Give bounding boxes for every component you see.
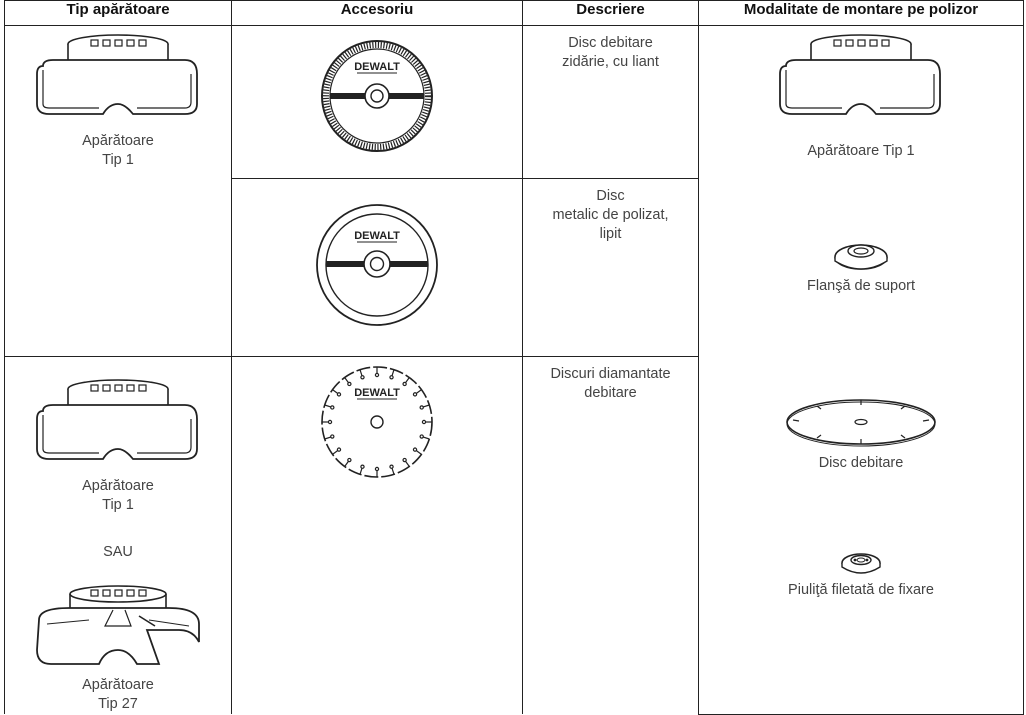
table-row: Apărătoare Tip 1 SAU Apărătoare Tip 27 (4, 356, 1024, 714)
guard-cell-1: Apărătoare Tip 1 (4, 25, 232, 357)
segment-hole (347, 457, 352, 463)
table-row: Apărătoare Tip 1 DEWALT Disc debitare zi… (4, 24, 1024, 715)
threaded-nut-icon (841, 553, 881, 574)
header-description: Descriere (522, 0, 699, 26)
accessory-cell: DEWALT (231, 356, 523, 714)
guard-label-line: Apărătoare (82, 677, 154, 693)
table-row: DEWALT Disc metalic de polizat, lipit (5, 178, 1024, 357)
segment-hole (374, 466, 380, 472)
header-row: Tip apărătoare Accesoriu Descriere Modal… (4, 0, 1024, 26)
bonded-grinding-disc-icon: DEWALT (316, 204, 438, 327)
accessory-cell: DEWALT (231, 24, 523, 180)
segment-hole (327, 419, 333, 425)
segment-hole (336, 447, 342, 452)
guard-label-line: Apărătoare (82, 133, 154, 149)
segment-hole (402, 381, 407, 387)
guard-type1-icon (36, 34, 198, 115)
mount-guard: Apărătoare Tip 1 (699, 30, 1023, 161)
description-text: Discuri diamantate debitare (550, 366, 671, 401)
brand-logo: DEWALT (354, 61, 400, 73)
header-mounting: Modalitate de montare pe polizor (698, 0, 1024, 26)
guard-type1-icon (36, 379, 198, 460)
segment-hole (360, 375, 365, 380)
description-text: Disc metalic de polizat, lipit (552, 188, 669, 243)
description-cell: Discuri diamantate debitare (522, 356, 699, 714)
segment-hole (389, 375, 394, 380)
mounting-cell: Apărătoare Tip 1 Flanşă de suport (698, 25, 1024, 715)
segment-hole (330, 405, 335, 410)
mount-flange-label: Flanşă de suport (806, 278, 915, 294)
brand-logo: DEWALT (354, 387, 400, 399)
description-cell: Disc metalic de polizat, lipit (522, 178, 699, 357)
mount-disc-label: Disc debitare (818, 455, 904, 471)
mount-guard-label: Apărătoare Tip 1 (807, 143, 915, 159)
segment-hole (360, 464, 365, 469)
description-text: Disc debitare zidărie, cu liant (562, 35, 659, 70)
mount-nut: Piuliţă filetată de fixare (699, 545, 1023, 600)
cutting-disc-icon (786, 399, 936, 447)
guard-label-line: Tip 27 (98, 696, 138, 712)
segment-hole (330, 434, 335, 439)
mount-disc: Disc debitare (699, 396, 1023, 473)
segment-hole (336, 392, 342, 397)
accessory-cell: DEWALT (231, 178, 523, 357)
segment-hole (419, 434, 424, 439)
segment-hole (412, 392, 418, 397)
segment-hole (389, 464, 394, 469)
mount-flange: Flanşă de suport (699, 231, 1023, 296)
header-accessory: Accesoriu (231, 0, 523, 26)
backing-flange-icon (834, 244, 888, 270)
accessory-table: Tip apărătoare Accesoriu Descriere Modal… (4, 0, 1024, 715)
guard-cell-2: Apărătoare Tip 1 SAU Apărătoare Tip 27 (4, 356, 232, 714)
guard-label-line: Tip 1 (102, 152, 134, 168)
segment-hole (374, 372, 380, 378)
segment-hole (421, 419, 427, 425)
description-cell: Disc debitare zidărie, cu liant (522, 24, 699, 180)
guard-type1-icon (779, 34, 941, 115)
guard-label-line: Tip 1 (102, 497, 134, 513)
bonded-masonry-disc-icon: DEWALT (321, 40, 433, 152)
segment-hole (419, 405, 424, 410)
or-label: SAU (103, 544, 133, 560)
segment-hole (412, 447, 418, 452)
segment-hole (347, 381, 352, 387)
segment-hole (402, 457, 407, 463)
guard-label-line: Apărătoare (82, 478, 154, 494)
guard-type27-icon (36, 585, 200, 665)
header-guard-type: Tip apărătoare (4, 0, 232, 26)
diamond-cutting-disc-icon: DEWALT (321, 366, 433, 478)
mount-nut-label: Piuliţă filetată de fixare (788, 582, 934, 598)
brand-logo: DEWALT (354, 230, 400, 242)
